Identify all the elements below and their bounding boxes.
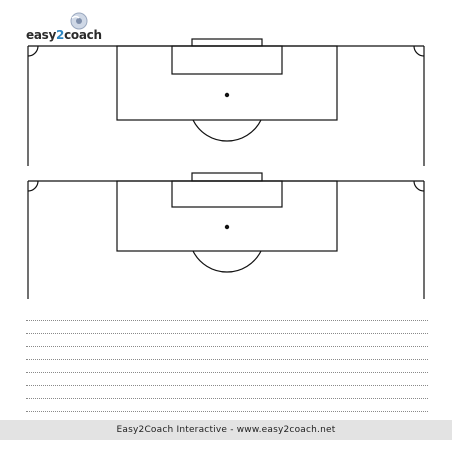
notes-lines <box>26 318 428 418</box>
note-line <box>26 372 428 373</box>
logo-suffix: coach <box>64 28 102 42</box>
logo-wordmark: easy2coach <box>26 28 102 42</box>
easy2coach-logo: easy2coach <box>26 12 106 48</box>
penalty-arc <box>192 250 262 273</box>
pitch-diagram-1 <box>27 38 425 166</box>
penalty-spot <box>224 92 230 98</box>
goal <box>191 38 263 47</box>
right-corner-arc <box>413 180 425 192</box>
note-line <box>26 411 428 412</box>
goal <box>191 172 263 182</box>
left-corner-arc <box>27 45 39 57</box>
note-line <box>26 320 428 321</box>
note-line <box>26 359 428 360</box>
pitch-diagram-2 <box>27 172 425 299</box>
note-line <box>26 333 428 334</box>
note-line <box>26 398 428 399</box>
right-corner-arc <box>413 45 425 57</box>
logo-prefix: easy <box>26 28 57 42</box>
goal-area <box>171 45 283 75</box>
note-line <box>26 346 428 347</box>
footer: Easy2Coach Interactive - www.easy2coach.… <box>0 420 452 440</box>
logo-number: 2 <box>56 28 65 42</box>
penalty-area <box>116 45 338 121</box>
penalty-arc <box>192 119 262 142</box>
goal-area <box>171 180 283 208</box>
left-corner-arc <box>27 180 39 192</box>
penalty-area <box>116 180 338 252</box>
note-line <box>26 385 428 386</box>
soccer-ball-icon <box>70 12 88 30</box>
penalty-spot <box>224 224 230 230</box>
footer-text: Easy2Coach Interactive - www.easy2coach.… <box>116 425 336 435</box>
